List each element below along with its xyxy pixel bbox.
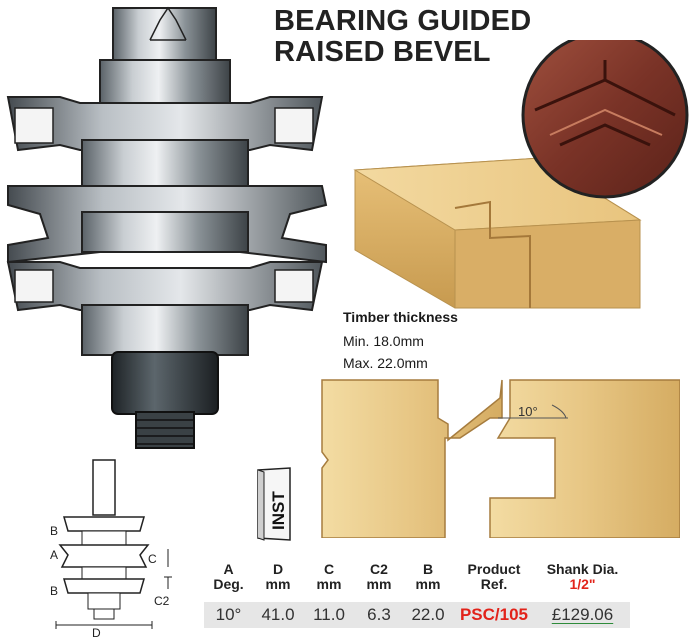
cell-d: 41.0 (253, 602, 303, 628)
router-bit-illustration (6, 6, 328, 449)
cell-product-ref[interactable]: PSC/105 (453, 602, 535, 628)
title-line-2: RAISED BEVEL (274, 36, 491, 68)
cell-c: 11.0 (303, 602, 355, 628)
table-row: 10° 41.0 11.0 6.3 22.0 PSC/105 £129.06 (204, 602, 630, 628)
cell-c2: 6.3 (355, 602, 403, 628)
dimension-diagram: B A B C C2 D (50, 459, 172, 640)
diagram-label-a: A (50, 548, 58, 562)
col-header-shank-dia: Shank Dia.1/2" (546, 561, 619, 592)
cell-price: £129.06 (535, 602, 630, 628)
diagram-label-d: D (92, 626, 101, 640)
joint-profile-section: 10° (321, 379, 680, 538)
timber-min: Min. 18.0mm (343, 333, 424, 349)
diagram-label-b-bottom: B (50, 584, 58, 598)
instructions-icon[interactable]: INST (256, 466, 292, 542)
title-line-1: BEARING GUIDED (274, 5, 532, 37)
timber-thickness-heading: Timber thickness (343, 309, 458, 325)
cell-b: 22.0 (403, 602, 453, 628)
inst-label: INST (269, 491, 288, 530)
cell-angle: 10° (204, 602, 253, 628)
diagram-label-c2: C2 (154, 594, 170, 608)
diagram-label-c: C (148, 552, 157, 566)
product-title: BEARING GUIDED RAISED BEVEL (274, 6, 531, 68)
timber-max: Max. 22.0mm (343, 355, 428, 371)
wood-joint-illustration (353, 40, 689, 309)
angle-label: 10° (518, 404, 538, 419)
diagram-label-b-top: B (50, 524, 58, 538)
